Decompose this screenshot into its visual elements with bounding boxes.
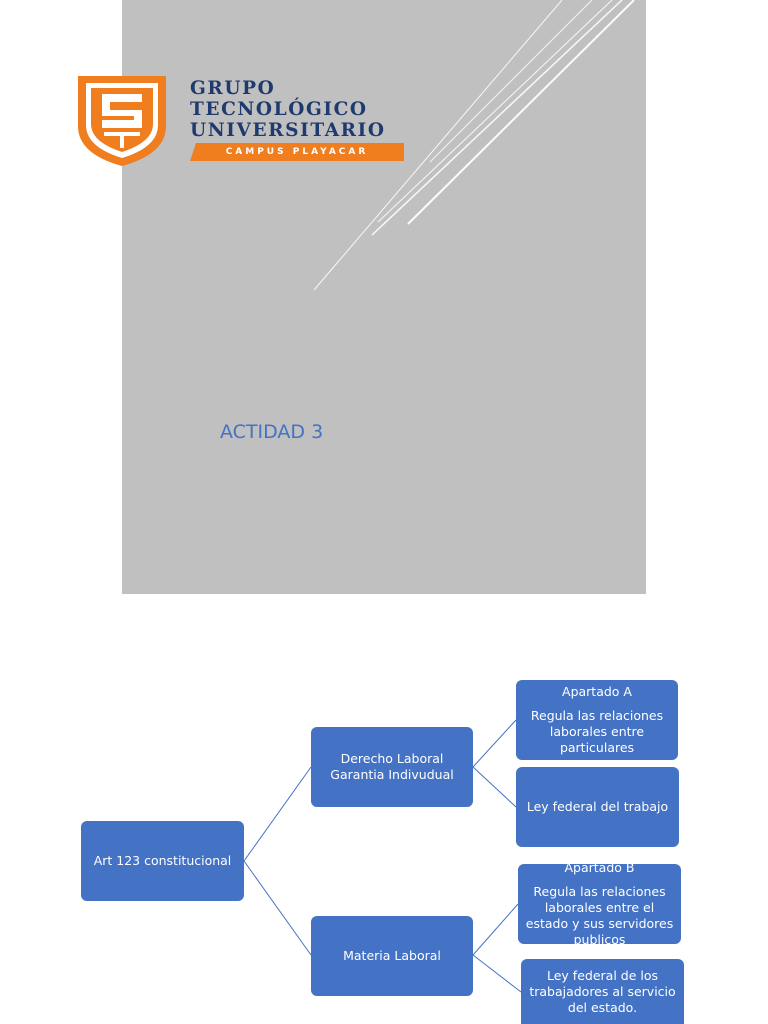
logo-line-universitario: UNIVERSITARIO bbox=[190, 120, 386, 141]
cover-page bbox=[122, 0, 646, 594]
university-logo: GRUPO TECNOLÓGICO UNIVERSITARIO CAMPUS P… bbox=[76, 74, 416, 170]
logo-line-tecnologico: TECNOLÓGICO bbox=[190, 99, 368, 120]
shield-logo-icon bbox=[78, 76, 166, 166]
derecho-laboral-node: Derecho Laboral Garantia Indivudual bbox=[311, 727, 473, 807]
apartado-a-heading: Apartado A bbox=[562, 684, 632, 699]
activity-title: ACTIDAD 3 bbox=[220, 421, 324, 443]
logo-text: GRUPO TECNOLÓGICO UNIVERSITARIO CAMPUS P… bbox=[190, 78, 404, 161]
materia-laboral-label: Materia Laboral bbox=[343, 948, 441, 963]
apartado-a-node: Apartado A Regula las relaciones laboral… bbox=[516, 680, 678, 760]
root-node: Art 123 constitucional bbox=[81, 821, 244, 901]
apartado-b-text: Regula las relaciones laborales entre el… bbox=[525, 884, 674, 947]
root-node-label: Art 123 constitucional bbox=[93, 853, 232, 868]
derecho-laboral-line1: Derecho Laboral bbox=[340, 751, 444, 766]
ley-federal-node: Ley federal del trabajo bbox=[516, 767, 679, 847]
ley-federal-estado-label: Ley federal de los trabajadores al servi… bbox=[529, 967, 676, 1015]
apartado-b-node: Apartado B Regula las relaciones laboral… bbox=[518, 860, 681, 947]
derecho-laboral-line2: Garantia Indivudual bbox=[330, 767, 454, 782]
ley-federal-label: Ley federal del trabajo bbox=[526, 799, 669, 814]
apartado-b-heading: Apartado B bbox=[564, 860, 635, 875]
campus-band: CAMPUS PLAYACAR bbox=[190, 143, 404, 161]
apartado-a-text: Regula las relaciones laborales entre pa… bbox=[530, 708, 664, 755]
logo-line-grupo: GRUPO bbox=[190, 78, 276, 99]
ley-federal-estado-node: Ley federal de los trabajadores al servi… bbox=[521, 959, 684, 1024]
materia-laboral-node: Materia Laboral bbox=[311, 916, 473, 996]
decorative-lines bbox=[313, 0, 635, 291]
